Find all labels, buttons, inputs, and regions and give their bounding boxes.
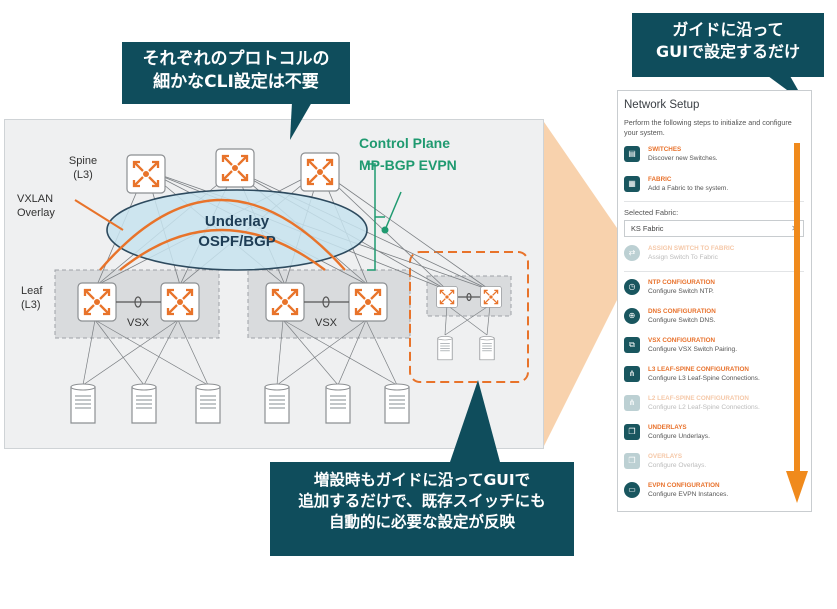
globe-icon: ⊕ (624, 308, 640, 324)
step-dns[interactable]: ⊕ DNS CONFIGURATION Configure Switch DNS… (624, 306, 804, 330)
vxlan-pointer (74, 199, 124, 231)
leaf-switch-icon (347, 281, 389, 323)
control-plane-bracket (367, 163, 376, 271)
server-icon (384, 383, 410, 424)
vsx-label: VSX (127, 317, 150, 329)
vsx-icon: ⧉ (624, 337, 640, 353)
switch-icon: ▤ (624, 146, 640, 162)
step-fabric[interactable]: ▦ FABRIC Add a Fabric to the system. (624, 174, 804, 198)
server-icon (131, 383, 157, 424)
funnel-shape (544, 122, 617, 446)
step-l2-leaf-spine[interactable]: ⋔ L2 LEAF-SPINE CONFIGURATION Configure … (624, 393, 804, 417)
selected-fabric-select[interactable]: KS Fabric ✕ (624, 220, 804, 237)
step-assign-switch[interactable]: ⇄ ASSIGN SWITCH TO FABRIC Assign Switch … (624, 243, 804, 267)
grid-icon: ▦ (624, 176, 640, 192)
step-evpn[interactable]: ▭ EVPN CONFIGURATION Configure EVPN Inst… (624, 480, 804, 504)
server-icon (195, 383, 221, 424)
leaf-switch-icon (159, 281, 201, 323)
down-arrow-icon (786, 143, 808, 503)
step-switches[interactable]: ▤ SWITCHES Discover new Switches. (624, 144, 804, 168)
vxlan-label: VXLAN (17, 193, 53, 205)
network-diagram: Spine (L3) VXLAN Overlay Leaf (L3) VSX V… (4, 119, 544, 449)
spine-switch-icon (299, 151, 341, 193)
leaf-switch-icon (76, 281, 118, 323)
underlay-label: Underlay (205, 213, 270, 230)
step-overlays[interactable]: ❐ OVERLAYS Configure Overlays. (624, 451, 804, 475)
monitor-icon: ▭ (624, 482, 640, 498)
assign-icon: ⇄ (624, 245, 640, 261)
leaf-switch-icon (479, 285, 503, 309)
server-icon (325, 383, 351, 424)
panel-title: Network Setup (624, 99, 700, 111)
svg-text:(L3): (L3) (73, 169, 93, 181)
selected-fabric-label: Selected Fabric: (624, 208, 679, 217)
step-ntp[interactable]: ◷ NTP CONFIGURATION Configure Switch NTP… (624, 277, 804, 301)
svg-text:Overlay: Overlay (17, 207, 55, 219)
share-icon: ⋔ (624, 366, 640, 382)
network-setup-panel: Network Setup Perform the following step… (617, 90, 812, 512)
control-plane-label: Control Plane (359, 135, 450, 151)
server-icon (70, 383, 96, 424)
svg-text:MP-BGP EVPN: MP-BGP EVPN (359, 157, 457, 173)
clock-icon: ◷ (624, 279, 640, 295)
svg-text:(L3): (L3) (21, 299, 41, 311)
step-underlays[interactable]: ❐ UNDERLAYS Configure Underlays. (624, 422, 804, 446)
step-l3-leaf-spine[interactable]: ⋔ L3 LEAF-SPINE CONFIGURATION Configure … (624, 364, 804, 388)
callout-cli: それぞれのプロトコルの細かなCLI設定は不要 (122, 42, 350, 104)
step-vsx[interactable]: ⧉ VSX CONFIGURATION Configure VSX Switch… (624, 335, 804, 359)
vsx-label: VSX (315, 317, 338, 329)
panel-description: Perform the following steps to initializ… (624, 118, 792, 137)
callout-expansion: 増設時もガイドに沿ってGUIで追加するだけで、既存スイッチにも自動的に必要な設定… (270, 462, 574, 556)
share-icon: ⋔ (624, 395, 640, 411)
leaf-label: Leaf (21, 285, 43, 297)
server-icon (479, 336, 495, 361)
svg-text:OSPF/BGP: OSPF/BGP (198, 233, 276, 250)
spine-switch-icon (214, 147, 256, 189)
leaf-switch-icon (435, 285, 459, 309)
layers-icon: ❐ (624, 424, 640, 440)
spine-label: Spine (69, 155, 97, 167)
layers-icon: ❐ (624, 453, 640, 469)
server-icon (437, 336, 453, 361)
server-icon (264, 383, 290, 424)
spine-switch-icon (125, 153, 167, 195)
leaf-switch-icon (264, 281, 306, 323)
